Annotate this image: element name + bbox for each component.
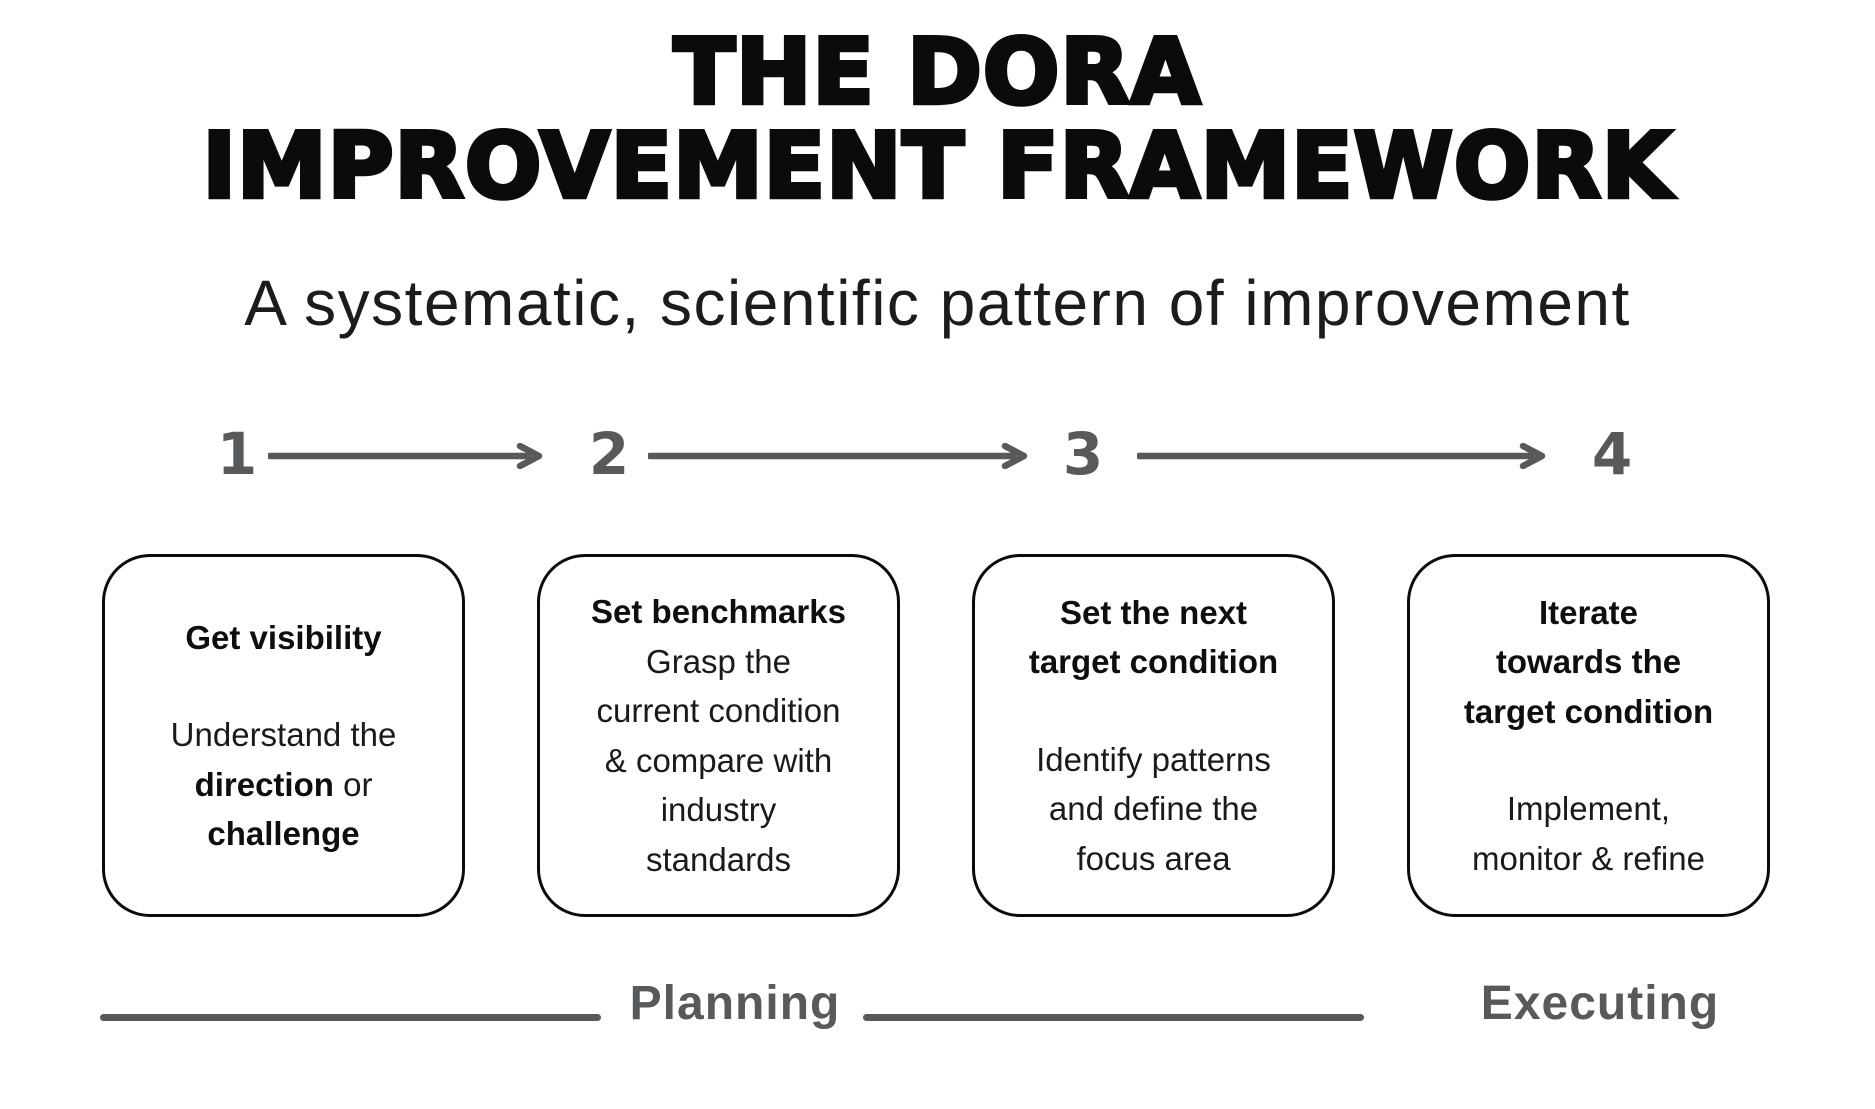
step-heading: Set benchmarks bbox=[591, 593, 846, 630]
step-box-get-visibility: Get visibility Understand the direction … bbox=[102, 554, 465, 917]
planning-line-right bbox=[863, 1014, 1364, 1021]
step-box-set-next-target-condition: Set the next target condition Identify p… bbox=[972, 554, 1335, 917]
arrow-icon bbox=[648, 443, 1028, 469]
step-box-set-benchmarks: Set benchmarks Grasp the current conditi… bbox=[537, 554, 900, 917]
step-box-iterate-towards-target: Iterate towards the target condition Imp… bbox=[1407, 554, 1770, 917]
arrow-icon bbox=[1137, 443, 1546, 469]
title-line-2: IMPROVEMENT FRAMEWORK bbox=[200, 113, 1673, 219]
body-segment-bold: direction bbox=[194, 765, 334, 803]
phase-label-executing: Executing bbox=[1480, 977, 1720, 1030]
body-segment: Understand the bbox=[170, 716, 397, 753]
title-line-1: THE DORA bbox=[671, 20, 1202, 125]
step-body: Understand the direction or challenge bbox=[171, 710, 397, 859]
step-heading: Iterate towards the target condition bbox=[1463, 593, 1714, 730]
page-title: THE DORA IMPROVEMENT FRAMEWORK bbox=[0, 20, 1875, 219]
step-number-2: 2 bbox=[588, 420, 630, 488]
body-segment-bold: challenge bbox=[207, 815, 360, 852]
step-number-4: 4 bbox=[1591, 420, 1633, 488]
phase-label-planning: Planning bbox=[629, 977, 841, 1030]
body-segment: or bbox=[343, 765, 373, 803]
step-number-1: 1 bbox=[216, 420, 258, 488]
step-body: Grasp the current condition & compare wi… bbox=[596, 642, 841, 878]
step-body: Implement, monitor & refine bbox=[1472, 790, 1705, 877]
steps-row: Get visibility Understand the direction … bbox=[102, 554, 1770, 917]
page-subtitle: A systematic, scientific pattern of impr… bbox=[244, 267, 1631, 339]
arrow-icon bbox=[268, 443, 543, 469]
step-number-3: 3 bbox=[1062, 420, 1104, 488]
step-heading: Get visibility bbox=[185, 618, 382, 656]
step-body: Identify patterns and define the focus a… bbox=[1036, 740, 1271, 877]
planning-line-left bbox=[100, 1014, 601, 1021]
step-heading: Set the next target condition bbox=[1028, 593, 1279, 681]
